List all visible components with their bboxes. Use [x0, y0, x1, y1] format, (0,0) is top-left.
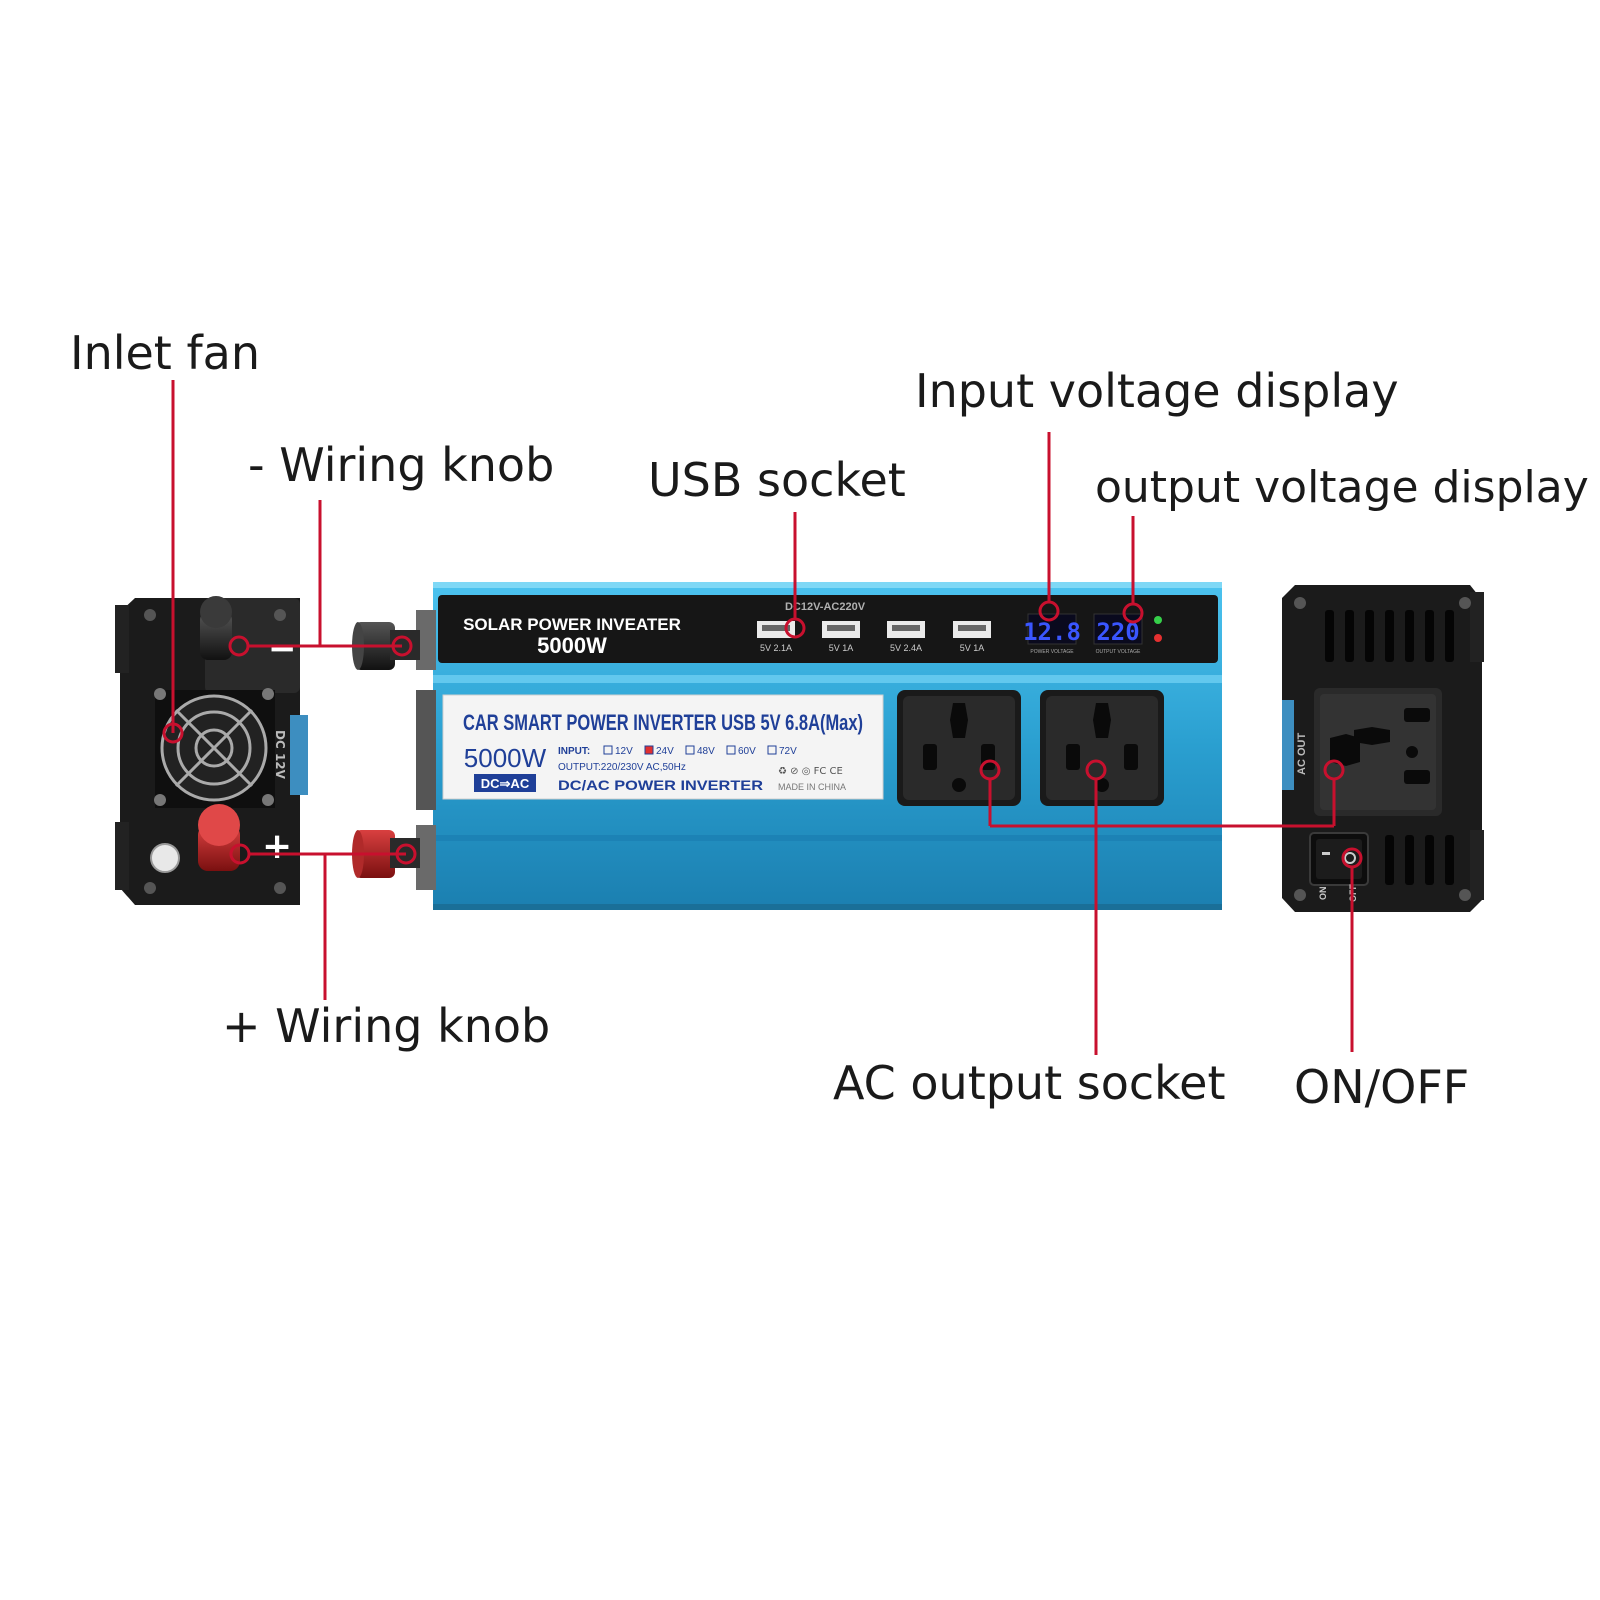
output-voltage-caption: OUTPUT VOLTAGE: [1096, 649, 1141, 655]
negative-wiring-knob-label: - Wiring knob: [248, 438, 555, 492]
power-switch: [1309, 832, 1369, 886]
usb-port-3: [887, 621, 925, 638]
usb-port-3-label: 5V 2.4A: [890, 643, 922, 653]
negative-knob-right-marker: [391, 635, 413, 657]
ac-output-socket-label: AC output socket: [833, 1056, 1226, 1110]
top-power-text: 5000W: [537, 633, 607, 658]
sticker-input-prefix: INPUT:: [558, 746, 590, 757]
dc-12v-label: DC 12V: [273, 730, 287, 780]
usb-port-1-label: 5V 2.1A: [760, 643, 792, 653]
usb-port-2-label: 5V 1A: [829, 643, 854, 653]
sticker-certifications: ♻ ⊘ ◎ FC CE: [778, 766, 843, 777]
input-voltage-caption: POWER VOLTAGE: [1030, 649, 1074, 655]
red-indicator-led: [1154, 634, 1162, 642]
inlet-fan-marker: [162, 722, 184, 744]
on-off-label: ON/OFF: [1294, 1060, 1470, 1114]
output-display-marker: [1122, 602, 1144, 624]
svg-text:12V: 12V: [615, 746, 633, 757]
positive-knob-left-marker: [229, 843, 251, 865]
right-vent-slots: [1325, 610, 1454, 885]
inlet-fan-icon: [154, 688, 275, 808]
ac-socket-1: [897, 690, 1021, 806]
svg-text:72V: 72V: [779, 746, 797, 757]
green-indicator-led: [1154, 616, 1162, 624]
dc-ac-badge-bg: [474, 774, 536, 792]
sticker-origin: MADE IN CHINA: [778, 782, 846, 792]
voltage-range-text: DC12V-AC220V: [785, 601, 866, 613]
svg-text:24V: 24V: [656, 746, 674, 757]
switch-on-label: ON: [1318, 887, 1328, 901]
sticker-product-name: DC/AC POWER INVERTER: [558, 777, 763, 793]
inlet-fan-label: Inlet fan: [70, 326, 260, 380]
left-negative-knob: [200, 596, 232, 660]
top-brand-text: SOLAR POWER INVEATER: [463, 615, 681, 634]
usb-socket-label: USB socket: [648, 453, 906, 507]
sticker-output-spec: OUTPUT:220/230V AC,50Hz: [558, 762, 686, 773]
positive-wiring-knob-label: + Wiring knob: [222, 999, 551, 1053]
usb-port-2: [822, 621, 860, 638]
minus-symbol: −: [268, 629, 297, 669]
right-ac-socket: [1314, 688, 1442, 816]
input-voltage-display-label: Input voltage display: [915, 364, 1399, 418]
positive-knob-right-marker: [395, 843, 417, 865]
output-voltage-display-label: output voltage display: [1095, 462, 1589, 513]
svg-text:48V: 48V: [697, 746, 715, 757]
usb-port-4: [953, 621, 991, 638]
sticker-headline: CAR SMART POWER INVERTER USB 5V 6.8A(Max…: [463, 710, 863, 735]
svg-text:60V: 60V: [738, 746, 756, 757]
sticker-power: 5000W: [464, 743, 547, 773]
positive-terminal: [352, 830, 420, 878]
fuse-icon: [150, 843, 180, 873]
plus-symbol: +: [262, 826, 292, 867]
ac-socket-2: [1040, 690, 1164, 806]
input-voltage-checkboxes: 12V 24V 48V 60V 72V: [603, 745, 797, 757]
callout-leader-lines: [162, 380, 1363, 1055]
ac-out-label: AC OUT: [1296, 733, 1308, 775]
left-positive-knob: [198, 804, 240, 871]
negative-knob-left-marker: [228, 635, 250, 657]
output-voltage-lcd: [1093, 613, 1143, 645]
usb-socket-marker: [784, 617, 806, 639]
input-voltage-value: 12.8: [1023, 618, 1081, 646]
usb-port-4-label: 5V 1A: [960, 643, 985, 653]
input-display-marker: [1038, 600, 1060, 622]
dc-ac-badge: DC⇒AC: [481, 776, 530, 791]
